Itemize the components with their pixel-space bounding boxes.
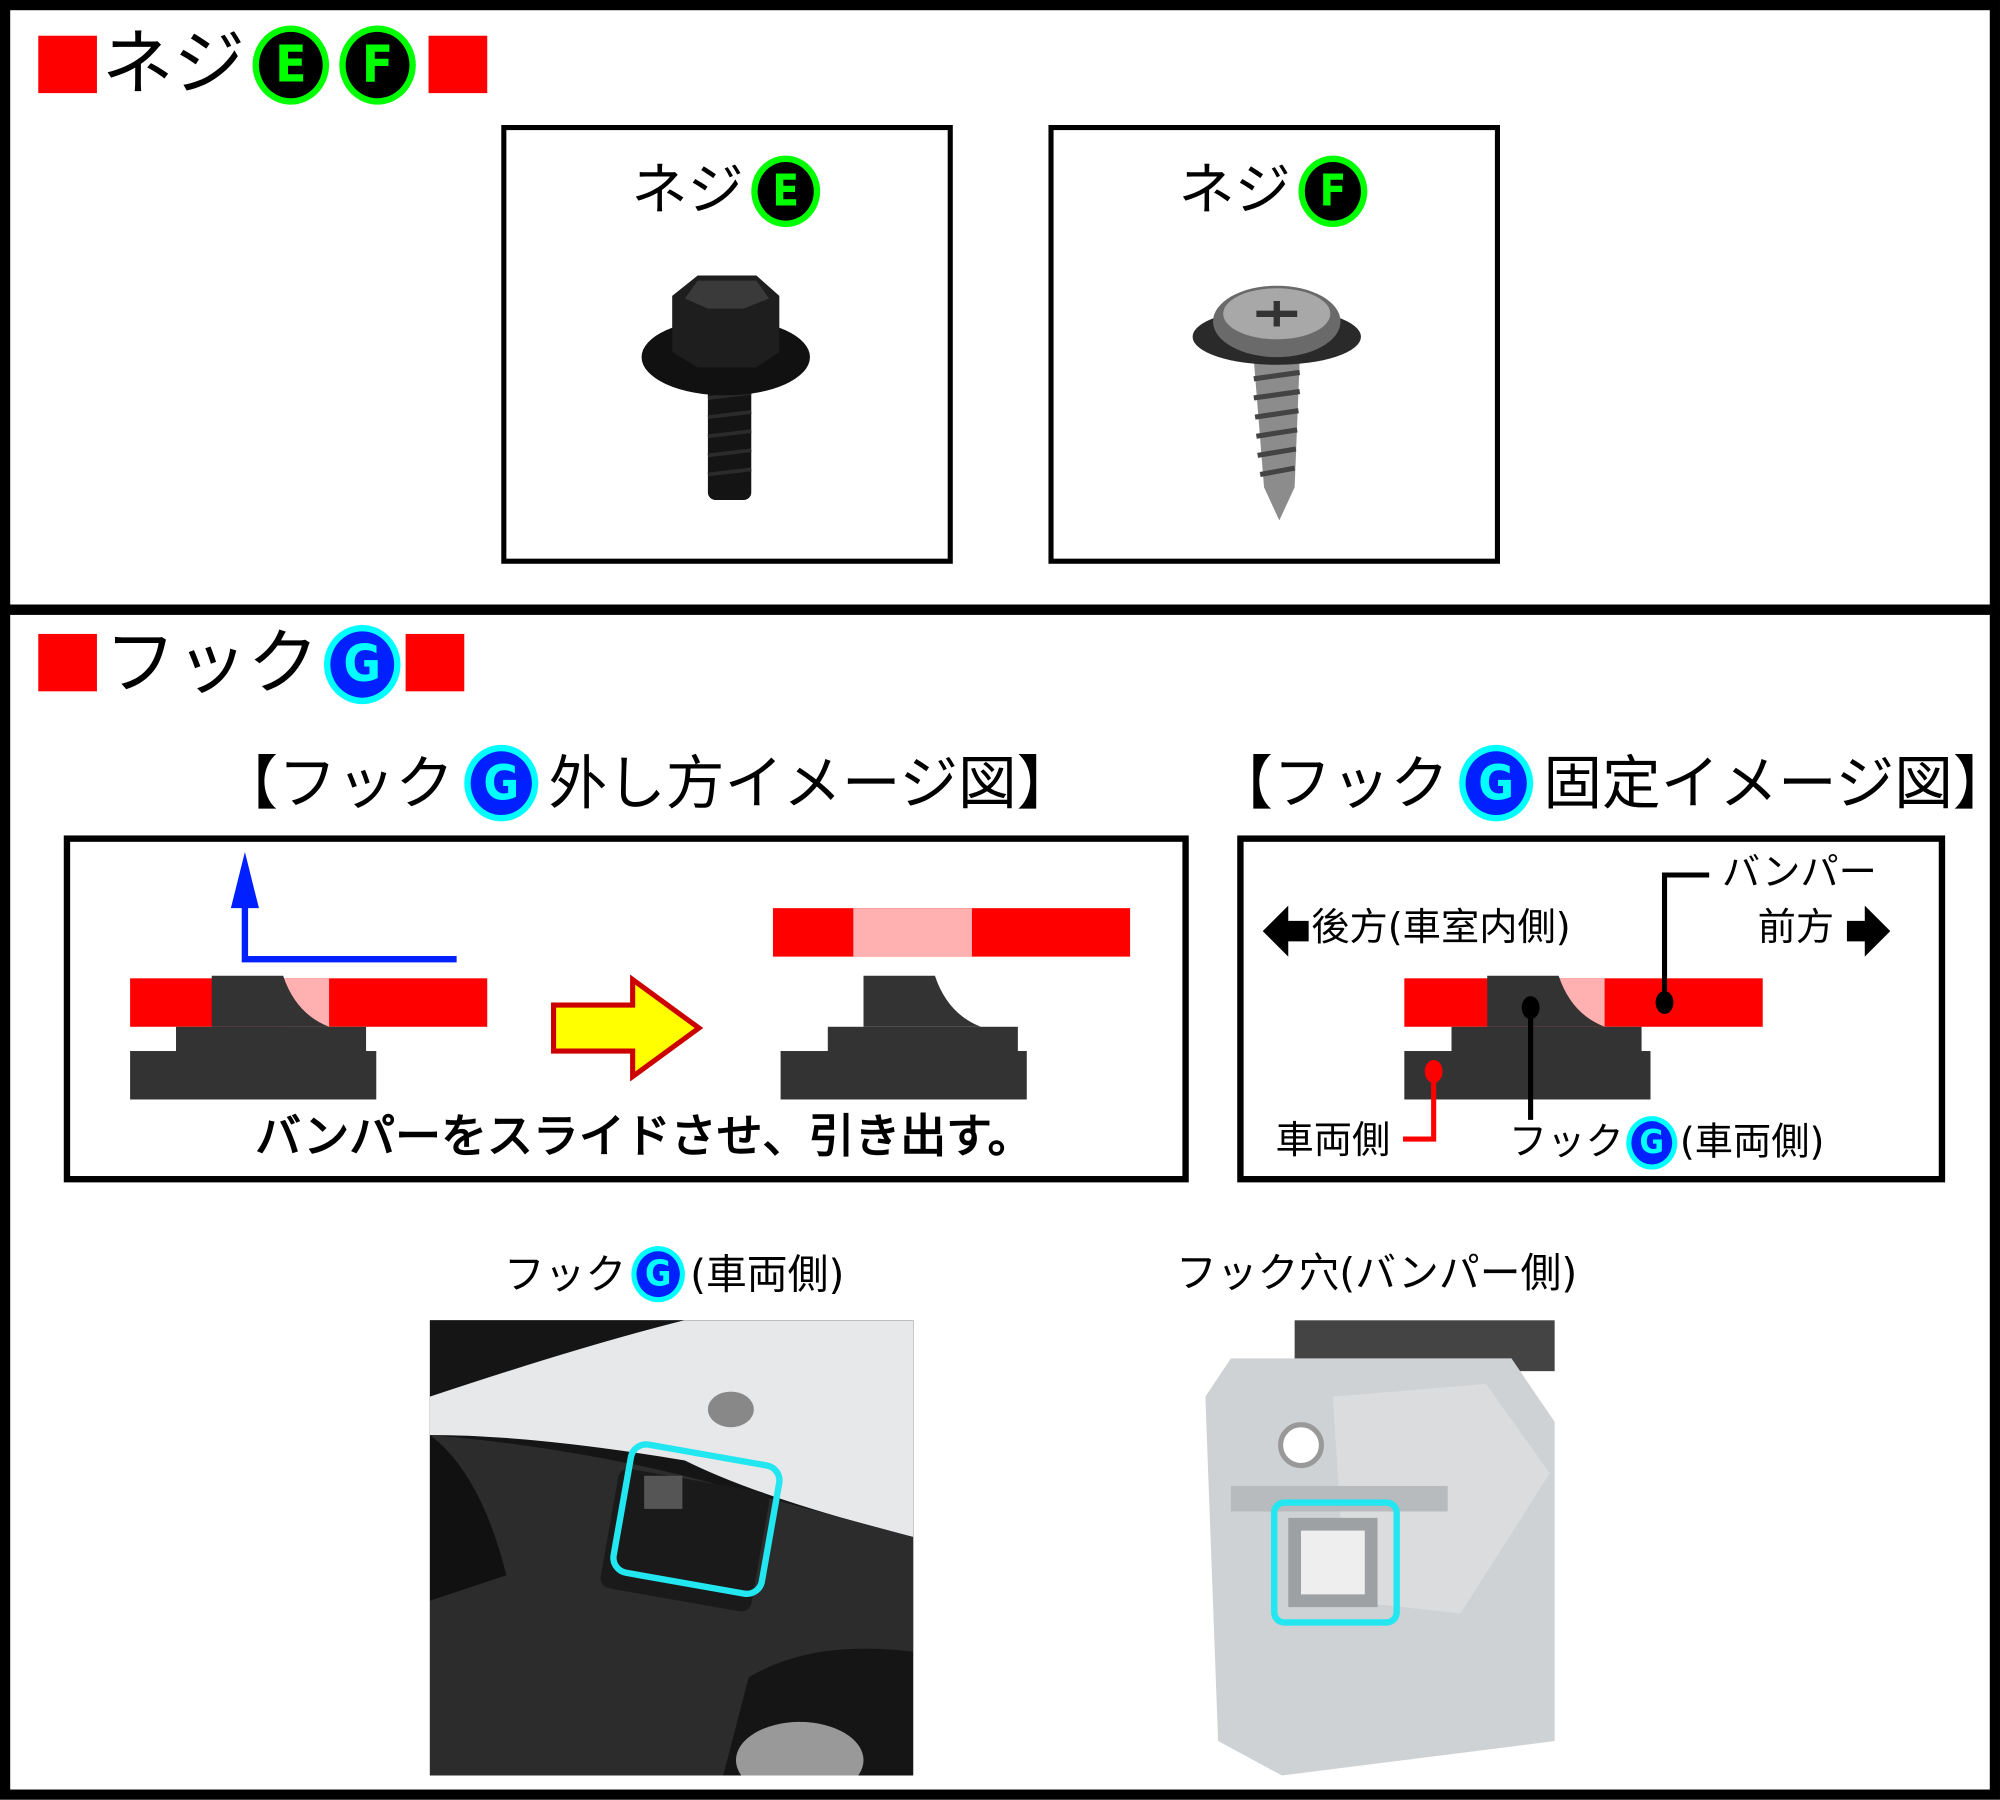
vehicle-side-label: 車両側 [1275, 1118, 1391, 1164]
photo-hook-label: フック G (車両側) [503, 1246, 845, 1303]
fixing-diagram [1237, 835, 1946, 1183]
hook-label-text: (車両側) [1679, 1119, 1825, 1165]
hook-hole-photo [1205, 1320, 1555, 1776]
photo-label-text: フック [503, 1249, 627, 1299]
hook-heading: フック G [104, 622, 401, 706]
screw-f-card: ネジ F [1048, 124, 1500, 564]
washer-tapping-screw-image [1192, 285, 1361, 521]
removal-diagram-title: 【フック G 外し方イメージ図】 [219, 744, 1076, 822]
heading-marker [428, 35, 488, 94]
bumper-label: バンパー [1721, 850, 1877, 896]
title-text: 外し方イメージ図】 [548, 748, 1076, 818]
badge-g: G [464, 744, 539, 822]
badge-e: E [252, 25, 330, 105]
photo-hole-label: フック穴(バンパー側) [1176, 1248, 1578, 1298]
heading-marker [405, 633, 465, 692]
screw-f-label-text: ネジ [1178, 158, 1291, 224]
badge-g: G [1626, 1116, 1678, 1170]
hook-label: フック G (車両側) [1509, 1116, 1825, 1170]
screw-e-label: ネジ E [631, 155, 821, 228]
hook-hole-photo-image [1205, 1320, 1555, 1776]
slide-arrow [551, 974, 704, 1082]
rear-label: 後方(車室内側) [1311, 905, 1571, 951]
hook-label-text: フック [1508, 1119, 1624, 1165]
screw-f-label: ネジ F [1178, 155, 1368, 228]
heading-marker [38, 35, 97, 94]
hook-before [130, 975, 377, 1100]
hook-leader-line [1521, 996, 1540, 1120]
badge-f: F [339, 25, 416, 105]
vehicle-side-leader-line [1403, 1059, 1443, 1142]
fixing-diagram-title: 【フック G 固定イメージ図】 [1214, 744, 2000, 822]
arrow-left-icon [1262, 905, 1309, 957]
badge-g: G [323, 624, 401, 705]
hex-flange-bolt-image [641, 275, 810, 500]
badge-e: E [751, 155, 821, 228]
pull-direction-arrow [230, 852, 457, 963]
badge-f: F [1298, 155, 1368, 228]
fixing-hook [1404, 975, 1651, 1100]
front-label: 前方 [1757, 905, 1835, 951]
hook-photo [429, 1320, 914, 1776]
arrow-right-icon [1846, 905, 1891, 957]
hook-photo-image [429, 1320, 914, 1776]
title-text: 【フック [1214, 748, 1449, 818]
screw-e-card: ネジ E [501, 124, 953, 564]
badge-g: G [631, 1246, 685, 1303]
hook-section [0, 604, 2000, 1800]
removal-caption: バンパーをスライドさせ、引き出す。 [255, 1110, 1034, 1164]
screws-heading: ネジ E F [102, 22, 416, 106]
hook-heading-text: フック [104, 622, 319, 706]
screw-e-label-text: ネジ [631, 158, 744, 224]
photo-label-text: (車両側) [690, 1249, 845, 1299]
title-text: 固定イメージ図】 [1543, 748, 2000, 818]
badge-g: G [1459, 744, 1534, 822]
hook-after [780, 975, 1027, 1100]
title-text: 【フック [219, 748, 455, 818]
heading-marker [38, 633, 97, 692]
bumper-leader-line [1655, 872, 1710, 1015]
bumper-after [772, 908, 1131, 957]
screws-heading-text: ネジ [102, 22, 245, 106]
